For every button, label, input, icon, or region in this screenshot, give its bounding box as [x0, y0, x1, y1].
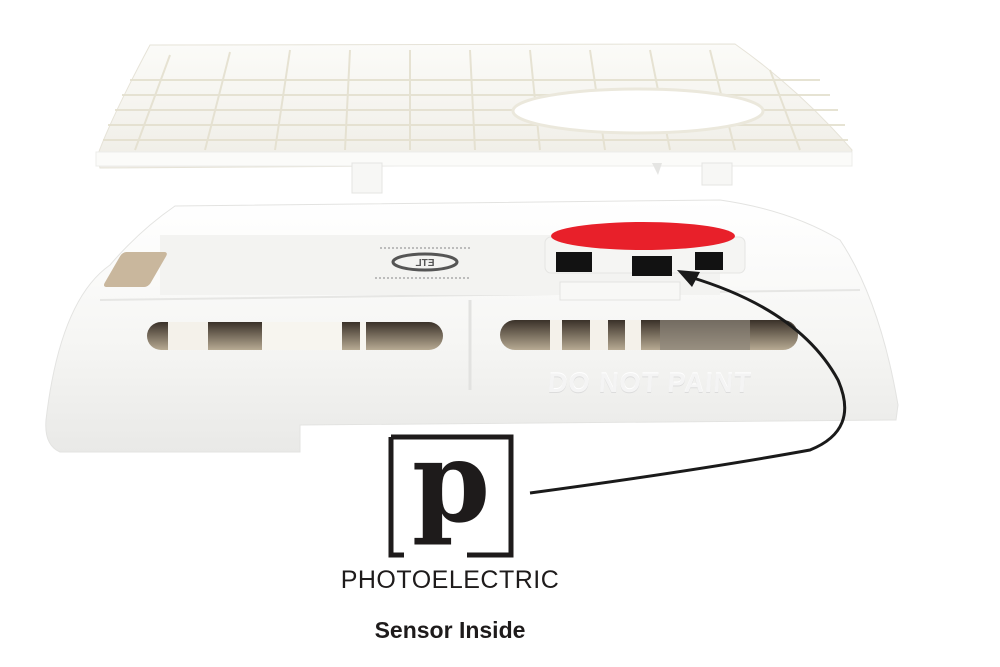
photoelectric-badge-frame: [388, 434, 514, 558]
badge-subtitle: Sensor Inside: [374, 617, 526, 643]
annotation-arrow: [529, 270, 847, 495]
svg-text:ETL: ETL: [416, 258, 435, 269]
photoelectric-badge: p: [391, 423, 511, 555]
photoelectric-p-icon: p: [411, 417, 491, 548]
do-not-paint-embossed-text: DO NOT PAINT: [546, 368, 753, 398]
badge-title: PHOTOELECTRIC: [340, 566, 560, 594]
etl-certification-mark: ETL: [375, 247, 470, 279]
alarm-body: ETL: [45, 199, 899, 453]
detached-cover: [95, 43, 853, 194]
sensor-chamber: [544, 222, 746, 276]
